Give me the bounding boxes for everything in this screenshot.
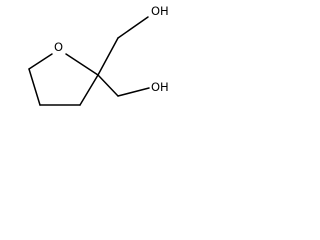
bonds bbox=[28, 16, 150, 106]
bond-ring-o-to-c5 bbox=[28, 53, 53, 70]
molecule-structure: O OH OH bbox=[28, 4, 169, 106]
hydroxyl-bottom-label: OH bbox=[151, 80, 169, 94]
bond-ch2-top-to-oh bbox=[117, 16, 149, 39]
bond-ring-o-to-c2 bbox=[65, 53, 99, 76]
hydroxyl-top-label: OH bbox=[151, 4, 169, 18]
bond-c3-c2 bbox=[79, 74, 99, 106]
bond-c2-ch2-bottom bbox=[97, 74, 119, 97]
bond-c2-ch2-top bbox=[97, 37, 119, 76]
bond-ch2-bottom-to-oh bbox=[117, 87, 150, 97]
bond-c5-c4 bbox=[28, 68, 41, 106]
ring-oxygen-label: O bbox=[54, 40, 63, 54]
